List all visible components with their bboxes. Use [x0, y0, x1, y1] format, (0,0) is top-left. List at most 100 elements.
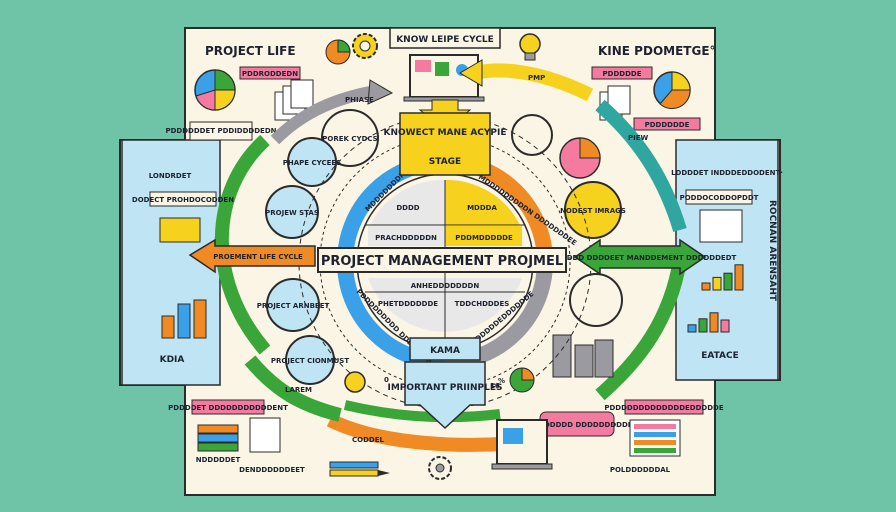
tag-left-1: PDDRODDEDN	[242, 70, 298, 78]
tag-right-1-box	[591, 66, 653, 80]
cycle-arrow-lower-left	[244, 355, 342, 422]
cycle-arrow-top-left-head	[367, 79, 394, 105]
pie-chart-icon-bottom	[509, 367, 535, 393]
title-right: KINE PDOMETGE°	[598, 44, 716, 58]
cell-tl-2: PRACHDDDDDN	[375, 234, 437, 242]
bubble-right-top	[511, 114, 553, 156]
right-panel-tag-box	[685, 189, 753, 205]
right-panel-heading: LDDDDET INDDDEDDODENT·	[671, 169, 783, 177]
gear-icon-bottom	[428, 456, 452, 480]
cell-tr-fill	[445, 179, 520, 225]
right-panel-list-icon	[699, 209, 743, 243]
cycle-arrow-left-green	[214, 134, 271, 355]
cell-tr-1: MDDDA	[467, 204, 497, 212]
bottom-tag-left-box	[191, 399, 265, 415]
cell-tr2-fill	[445, 226, 522, 246]
bottom-right-bars	[634, 424, 676, 453]
right-panel-vertical: ROCNAN ARENSAHT	[767, 200, 777, 302]
cell-tl-fill	[370, 179, 445, 225]
right-arrow-label: AMNEDDD DDDDEET MANDDEMENT DDDDDDEDT	[544, 254, 737, 262]
cycle-arrow-top-left	[270, 86, 372, 145]
cell-tr-2: PDDMDDDDDE	[455, 234, 513, 242]
left-panel-heading: LONDRDET	[149, 172, 192, 180]
left-panel-tag-box	[149, 191, 217, 207]
right-arrow-shape	[573, 238, 707, 276]
principles-label: IMPORTANT PRIINPLES	[387, 383, 502, 393]
mini-bar	[698, 318, 708, 333]
mini-bar	[687, 324, 697, 333]
arrow-bottom-label: CODDEL	[352, 436, 384, 444]
gear-icon	[352, 33, 378, 59]
laptop-icon-bottom	[491, 419, 553, 470]
title-left: PROJECT LIFE	[205, 44, 296, 58]
pie-chart-icon	[194, 69, 236, 111]
cycle-arrow-right-upper	[595, 99, 687, 233]
title-center-box	[389, 27, 501, 49]
lightbulb-icon	[519, 33, 541, 61]
bottom-tag-right-box	[624, 399, 704, 415]
bottom-label-right: POLDDDDDDAL	[610, 466, 671, 474]
bubble-porex: POREK CYDCS	[321, 109, 379, 167]
bottom-tag-right: PDDDDDDDDDDDDDEDDDDDE	[604, 404, 724, 412]
svg-text:PHAPE CYCEES: PHAPE CYCEES	[283, 159, 341, 167]
bubble-project-arnbeet: PROJECT ARNBEET	[257, 278, 330, 332]
mini-bar	[193, 299, 207, 339]
arrow-right-upper-label: PIEW	[628, 134, 649, 142]
bubble-projew: PROJEW STAS	[265, 185, 319, 239]
kama-label: KAMA	[430, 346, 460, 356]
tag-left-2: PDDDDDDET PDDIDDDDEDN	[165, 127, 276, 135]
left-arrow-shape	[188, 238, 316, 274]
right-panel-footer: EATACE	[701, 351, 739, 361]
bubble-right-lower	[569, 273, 623, 327]
cell-mid: ANHEDDDDDDDN	[411, 282, 480, 290]
hub-top-label: KNOWECT MANE ACYPIE	[383, 128, 506, 138]
mini-bar	[712, 276, 722, 291]
book-stack-icon	[197, 424, 239, 452]
mini-bar	[720, 319, 730, 333]
tag-left-1-box	[239, 66, 301, 80]
mini-bar	[701, 282, 711, 291]
left-panel-doc-icon	[159, 217, 201, 243]
pencil-icon	[329, 461, 390, 477]
cycle-arrow-right-lower	[595, 258, 687, 401]
bubble-phape: PHAPE CYCEES	[283, 137, 341, 187]
svg-text:PROJEW STAS: PROJEW STAS	[265, 209, 319, 217]
bottom-tag-left: PDDDDET DDDDDDDDDDDENT	[168, 404, 288, 412]
cell-bl: PHETDDDDDDE	[378, 300, 438, 308]
mini-bar	[734, 264, 744, 291]
pie-chart-icon-right	[653, 71, 691, 110]
mini-bar	[723, 272, 733, 291]
tag-right-2-box	[633, 117, 701, 131]
title-center: KNOW LEIPE CYCLE	[396, 35, 494, 45]
bottom-tag-center: PDDDDDDDDDDD DDDDDDDDDDDDE	[504, 421, 650, 429]
principles-arrow	[404, 361, 486, 430]
coin-stack-icon	[552, 334, 614, 378]
cell-tl-1: DDDD	[396, 204, 419, 212]
cycle-arrow-top-right	[478, 63, 594, 102]
gold-medal-icon	[344, 371, 366, 393]
bar-chart-icon-right	[701, 264, 744, 291]
hub-top-box	[399, 112, 491, 176]
tag-right-2: PDDDDDDE	[645, 121, 690, 129]
tag-left-2-box	[189, 121, 253, 141]
kama-box	[409, 337, 481, 361]
bottom-small-16: 16	[490, 382, 500, 390]
pie-chart-icon-mid-right	[559, 137, 601, 179]
tag-right-1: PDDDDDE	[603, 70, 642, 78]
bubble-nodest: NODEST IMRAGS	[560, 181, 626, 239]
svg-text:PROJECT ARNBEET: PROJECT ARNBEET	[257, 302, 330, 310]
hub-banner: PROJECT MANAGEMENT PROJMEL	[321, 254, 563, 269]
hub-banner-box	[317, 247, 567, 273]
cycle-arrow-green-bottom	[343, 400, 501, 423]
arrow-top-right-label: PMP	[528, 74, 545, 82]
laptop-icon	[403, 54, 485, 102]
hub-stage-label: STAGE	[429, 157, 461, 167]
cell-tl2-fill	[368, 226, 445, 246]
bottom-small-0-right: %	[498, 377, 505, 385]
bottom-label-left-2: DENDDDDDDEET	[239, 466, 305, 474]
right-panel-tag: PODDOCODDOPDDT	[680, 194, 759, 202]
cell-br: TDDCHDDDES	[455, 300, 510, 308]
svg-text:POREK CYDCS: POREK CYDCS	[322, 135, 377, 143]
bar-chart-icon-right-lower	[687, 312, 730, 333]
